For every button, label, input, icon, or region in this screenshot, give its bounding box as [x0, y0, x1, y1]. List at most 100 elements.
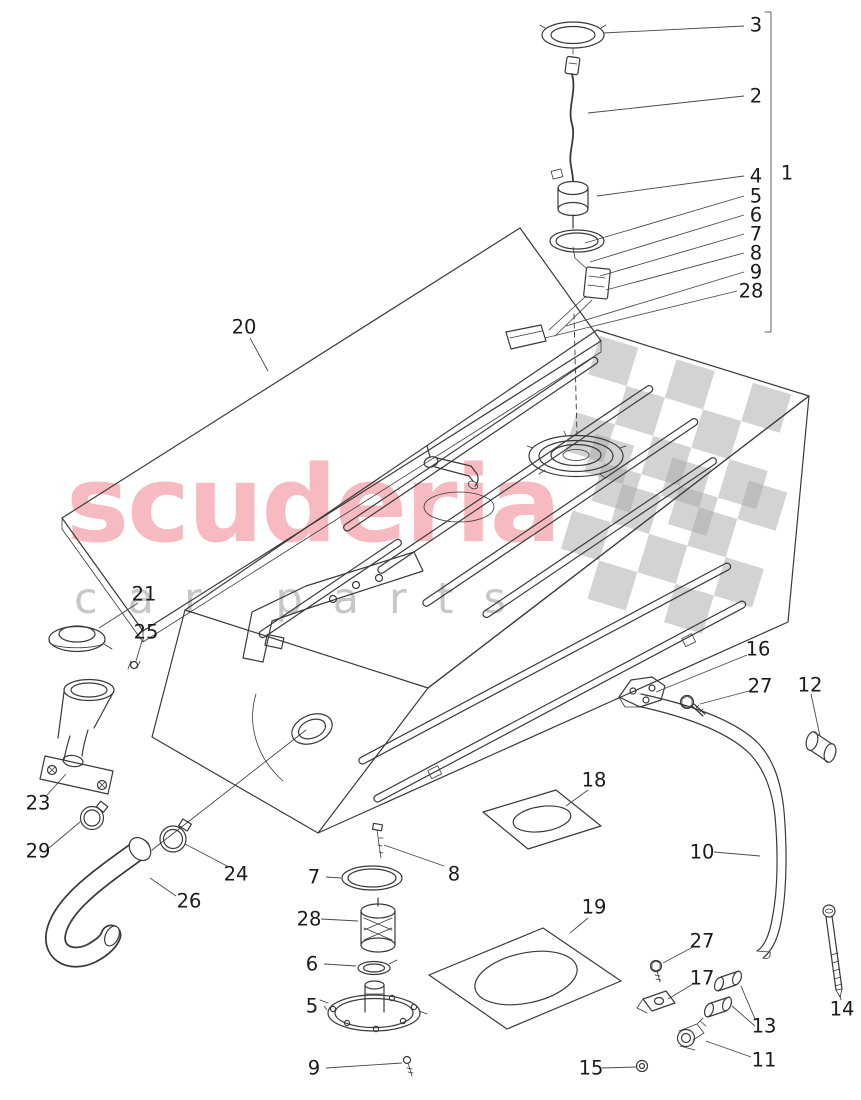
leader-line-28: [544, 290, 738, 339]
callout-label-20: 20: [232, 316, 257, 339]
tank-strap-item10: [636, 693, 787, 960]
callout-label-1: 1: [781, 162, 793, 185]
leader-line-17: [667, 983, 694, 1000]
retaining-clip: [129, 660, 139, 670]
callout-label-23: 23: [26, 792, 51, 815]
leader-line-4: [596, 175, 745, 197]
leader-line-5: [584, 195, 745, 244]
callout-label-19: 19: [582, 896, 607, 919]
leader-line-13: [740, 985, 756, 1020]
seal-ring-item7: [341, 865, 403, 891]
leader-line-27: [699, 690, 750, 705]
leader-line-2: [587, 95, 745, 114]
watermark-brand-text: scuderia: [66, 443, 561, 566]
leader-line-10: [713, 851, 761, 857]
filler-neck-assembly: [39, 625, 307, 968]
leader-line-25: [135, 640, 143, 662]
fuel-level-sender-assembly: [505, 21, 611, 437]
clip-item17: [636, 990, 676, 1014]
leader-line-12: [810, 693, 821, 737]
nut-item15: [635, 1059, 649, 1073]
leader-line-20: [249, 337, 269, 372]
callout-label-7: 7: [750, 223, 762, 246]
vent-pipe-fitting: [423, 445, 479, 490]
callout-label-5: 5: [306, 995, 318, 1018]
pump-flange-opening: [526, 430, 627, 479]
stamped-circle: [423, 491, 495, 523]
callout-label-9: 9: [308, 1057, 320, 1080]
callout-label-13: 13: [752, 1015, 777, 1038]
leader-line-14: [839, 994, 842, 1001]
tank-mounting-bracket: [242, 551, 424, 663]
ring-item6: [357, 959, 398, 976]
filler-neck: [39, 678, 115, 795]
callout-label-21: 21: [132, 583, 157, 606]
leader-line-16: [655, 654, 748, 693]
leader-line-11: [705, 1040, 752, 1058]
callout-label-11: 11: [752, 1049, 777, 1072]
checkered-flag-icon: [560, 434, 788, 634]
pad-item18: [482, 789, 602, 850]
callout-label-28: 28: [297, 908, 322, 931]
leader-line-21: [98, 602, 139, 629]
fuel-cap: [48, 625, 113, 653]
callout-label-8: 8: [448, 863, 460, 886]
bolt-item8: [371, 822, 384, 859]
callout-label-25: 25: [134, 621, 159, 644]
bolt-item14: [822, 904, 843, 998]
callout-label-10: 10: [690, 841, 715, 864]
callout-label-18: 18: [582, 769, 607, 792]
locking-ring: [539, 21, 607, 55]
callout-label-5: 5: [750, 185, 762, 208]
leader-line-5: [323, 1005, 328, 1011]
leader-line-8: [383, 844, 445, 867]
filler-connection-hole: [252, 693, 333, 782]
callout-label-17: 17: [690, 967, 715, 990]
pad-item19: [428, 927, 622, 1030]
callout-label-26: 26: [177, 890, 202, 913]
callout-label-12: 12: [798, 674, 823, 697]
screw-item9: [402, 1055, 414, 1077]
callout-label-29: 29: [26, 840, 51, 863]
fuel-sender-unit: [505, 168, 611, 350]
callout-label-2: 2: [750, 85, 762, 108]
callout-label-14: 14: [830, 998, 855, 1021]
callout-label-9: 9: [750, 261, 762, 284]
hose-clamp-small: [79, 800, 109, 831]
callout-label-24: 24: [224, 863, 249, 886]
callout-label-4: 4: [750, 165, 762, 188]
callout-label-15: 15: [579, 1057, 604, 1080]
callout-label-7: 7: [308, 866, 320, 889]
spacers-item13: [703, 970, 743, 1018]
fuel-tank: [151, 329, 810, 834]
strap-bracket-item16: [618, 676, 666, 708]
leader-line-9: [325, 1062, 403, 1069]
tank-strap-parts: [618, 676, 843, 1073]
checkered-flag-watermark: [560, 336, 792, 634]
callout-label-27: 27: [748, 675, 773, 698]
mounting-pads: [428, 789, 622, 1030]
leader-lines: [46, 25, 842, 1069]
leader-line-23: [46, 773, 67, 796]
callout-label-27: 27: [690, 930, 715, 953]
leader-line-18: [565, 789, 589, 807]
leader-line-28: [320, 918, 359, 922]
bolt-item27-upper: [679, 694, 706, 717]
leader-line-13: [731, 1005, 756, 1027]
callout-label-8: 8: [750, 242, 762, 265]
leader-line-7: [599, 233, 745, 277]
sender-service-parts: [319, 822, 428, 1077]
fuel-filter-item28: [360, 897, 396, 953]
leader-line-8: [605, 252, 745, 291]
leader-line-6: [323, 963, 357, 967]
watermark-subtitle-text: car parts: [74, 574, 536, 624]
leader-line-15: [601, 1066, 637, 1069]
leader-line-7: [325, 876, 342, 879]
bushing-item12: [805, 731, 837, 763]
leader-line-26: [149, 877, 177, 897]
sender-flange-item5: [319, 980, 428, 1033]
callout-label-6: 6: [306, 953, 318, 976]
clamp-item11: [676, 1017, 707, 1051]
